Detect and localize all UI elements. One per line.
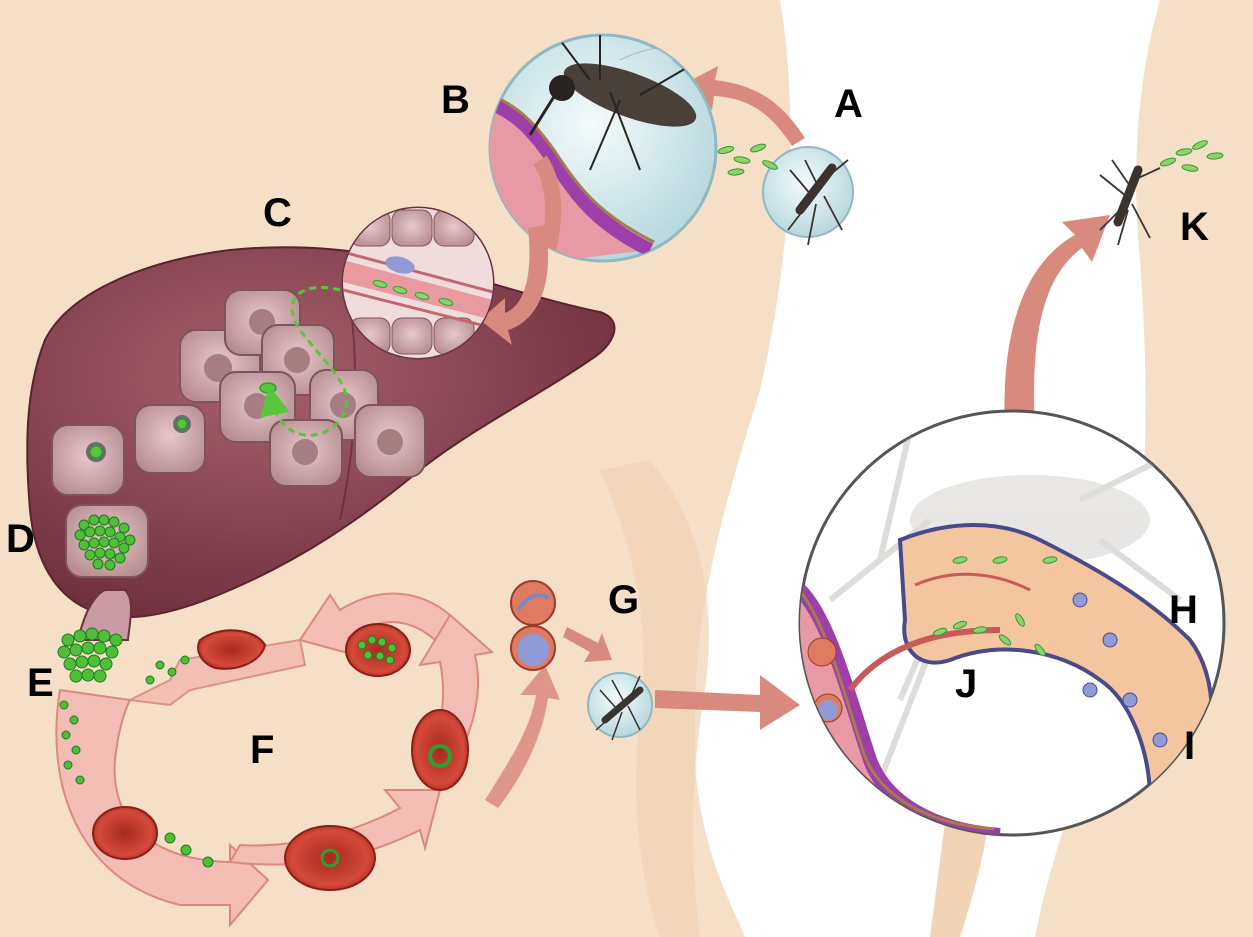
step-label-e: E: [27, 663, 54, 703]
step-label-h: H: [1169, 590, 1198, 630]
red-blood-cell-icon: [93, 807, 157, 859]
step-label-k: K: [1180, 207, 1209, 247]
step-label-b: B: [441, 80, 470, 120]
red-blood-cell-icon: [285, 826, 375, 890]
step-label-a: A: [834, 84, 863, 124]
hepatocyte-icon: [270, 420, 342, 486]
hepatocyte-icon: [52, 425, 124, 495]
red-blood-cell-icon: [346, 624, 410, 676]
liver-bubble-c: [343, 208, 493, 358]
step-label-j: J: [955, 664, 977, 704]
sporozoite-icon: [260, 383, 276, 393]
step-label-g: G: [608, 580, 639, 620]
gametocyte-icon: [511, 581, 555, 625]
hepatocyte-icon: [355, 405, 425, 477]
step-label-i: I: [1184, 726, 1195, 766]
step-label-c: C: [263, 193, 292, 233]
step-label-f: F: [250, 730, 274, 770]
step-label-d: D: [6, 519, 35, 559]
hepatocyte-icon: [135, 405, 205, 473]
red-blood-cell-icon: [412, 710, 468, 790]
